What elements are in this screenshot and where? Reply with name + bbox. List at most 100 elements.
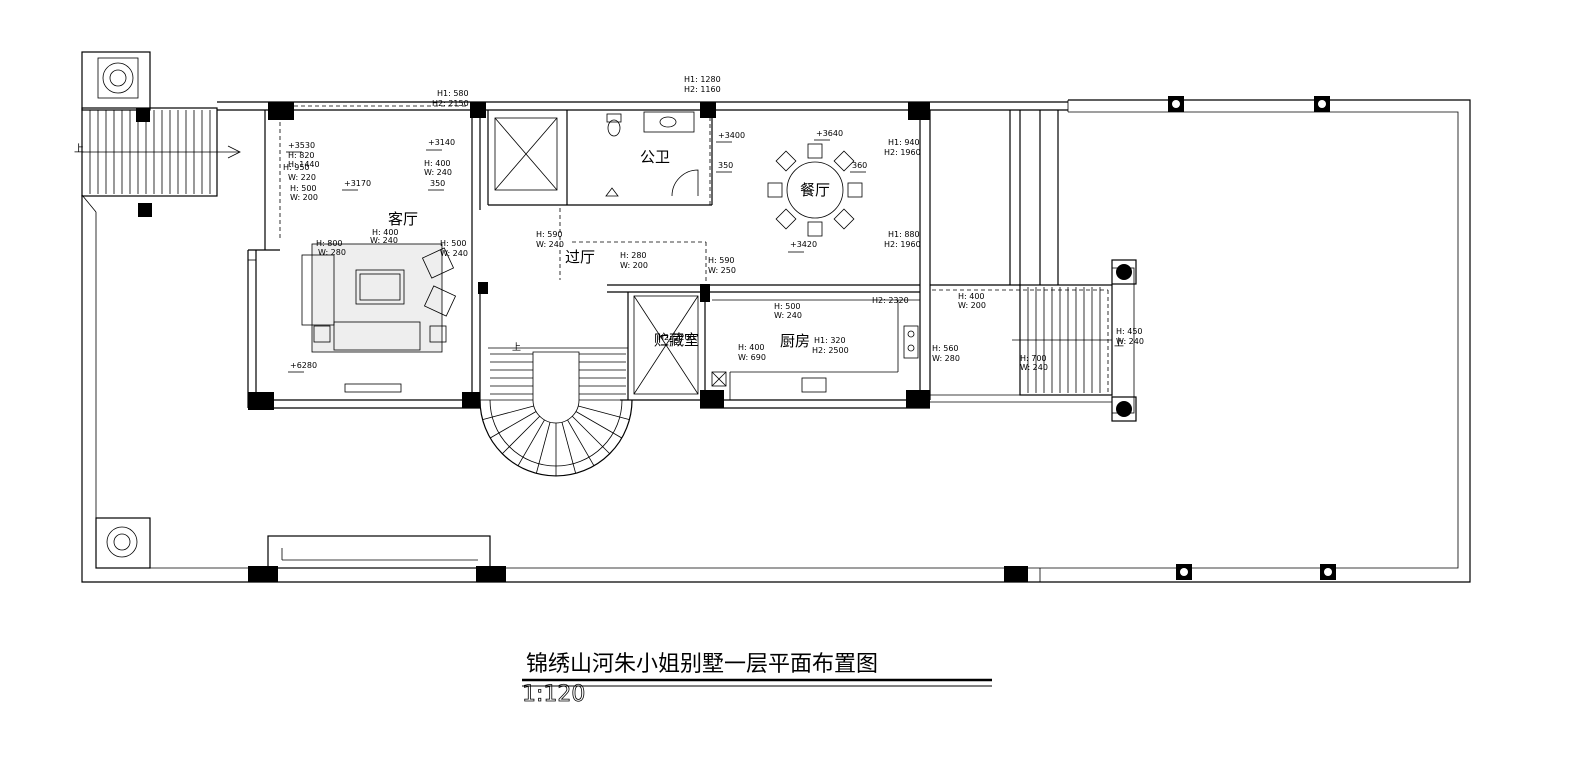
column [470,102,486,118]
annotation: 350 [430,179,445,188]
stair-tread [578,405,630,421]
annotation: W: 280 [932,354,960,363]
annotation: H: 1440 [288,160,320,169]
room-label-kitchen: 厨房 [780,332,810,350]
post-cap [1324,568,1332,576]
annotation: W: 240 [440,249,468,258]
annotation: H: 700 [1020,354,1047,363]
annotation: W: 240 [536,240,564,249]
entry-stair-left: 上 [74,107,241,197]
column [700,102,716,118]
annotation: W: 240 [774,311,802,320]
room-label-toilet: 公卫 [640,148,670,166]
annotation: +3170 [344,179,371,188]
post-cap [1180,568,1188,576]
kitchen-counters [711,299,920,400]
room-label-storage: 贮藏室 [654,331,699,349]
annotation: W: 240 [1116,337,1144,346]
annotation: H: 560 [932,344,959,353]
dashed-guides [279,103,1109,392]
column [908,102,930,120]
stair-up-label: 上 [74,143,84,155]
annotation: H2: 1960 [884,240,921,249]
annotation: +3530 [288,141,315,150]
annotation: W: 690 [738,353,766,362]
annotation: W: 220 [288,173,316,182]
column [1004,566,1028,582]
annotation: W: 250 [708,266,736,275]
column [248,392,274,410]
annotation: W: 240 [1020,363,1048,372]
annotation: H: 280 [620,251,647,260]
stair-up-label: 上 [1114,337,1124,349]
planter-box [267,535,491,569]
annotation: 350 [718,161,733,170]
annotation: H: 800 [316,239,343,248]
entry-stair-right: 上 [1012,267,1135,414]
annotation: H2: 2320 [872,296,909,305]
stair-tread [535,422,551,474]
annotation: H2: 2200 [658,333,695,342]
stair-tread [571,415,611,455]
height-annotations: H1: 580 H2: 2150 +3530 H: 820 H: 1440 H:… [283,75,1144,372]
column [700,390,724,408]
annotation: +3400 [718,131,745,140]
post [138,203,152,217]
annotation: +3420 [790,240,817,249]
annotation: +3640 [816,129,843,138]
annotation: H: 500 [440,239,467,248]
toilet-fixtures [605,111,699,197]
annotation: H: 590 [536,230,563,239]
annotation: 360 [852,161,867,170]
pillar-top-left [81,51,151,111]
column [248,566,278,582]
room-label-living: 客厅 [388,210,418,228]
stair-tread [517,419,545,467]
room-label-dining: 餐厅 [800,181,830,199]
stair-tread [501,415,541,455]
drawing-scale: 1:120 [522,682,585,707]
annotation: H: 590 [708,256,735,265]
column [268,102,294,120]
annotation: H: 500 [774,302,801,311]
annotation: H: 820 [288,151,315,160]
stair-tread [489,411,537,439]
annotation: H: 400 [372,228,399,237]
elevator-shaft [494,117,558,191]
post [1116,264,1132,280]
column [462,392,480,408]
annotation: W: 280 [318,248,346,257]
annotation: H2: 1160 [684,85,721,94]
room-labels: 客厅 公卫 餐厅 过厅 贮藏室 厨房 [388,148,830,350]
annotation: +6280 [290,361,317,370]
annotation: H1: 1280 [684,75,721,84]
column [478,282,488,294]
annotation: H1: 880 [888,230,920,239]
ceiling-height-marks [286,139,866,373]
dining-table-set [767,143,863,237]
annotation: H1: 580 [437,89,469,98]
annotation: H: 400 [424,159,451,168]
annotation: H: 950 [283,163,310,172]
annotation: W: 240 [424,168,452,177]
stair-tread [567,419,595,467]
building-walls [217,101,1112,409]
room-label-hall: 过厅 [565,248,595,266]
post-cap [1318,100,1326,108]
column [476,566,506,582]
post [136,108,150,122]
column [906,390,930,408]
annotation: +3140 [428,138,455,147]
stair-tread [482,405,534,421]
annotation: W: 200 [958,301,986,310]
post-cap [1172,100,1180,108]
drawing-title: 锦绣山河朱小姐别墅一层平面布置图 [526,652,878,677]
annotation: H: 500 [290,184,317,193]
annotation: W: 200 [620,261,648,270]
annotation: H1: 320 [814,336,846,345]
storage-shelves [633,295,699,395]
stair-up-label: 上 [512,342,521,353]
stair-tread [575,411,623,439]
annotation: W: 240 [370,236,398,245]
